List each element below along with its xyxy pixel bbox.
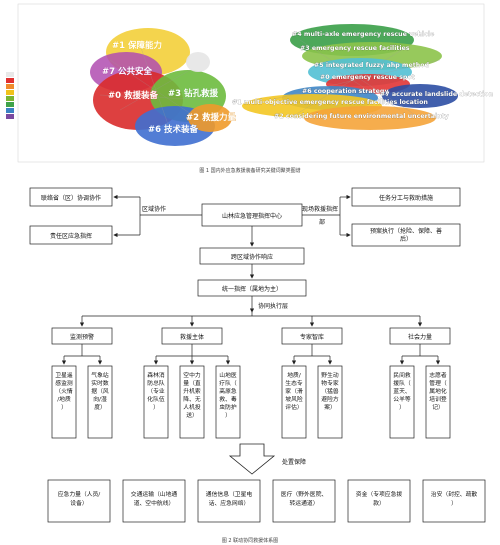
left-box-2 — [29, 225, 113, 245]
field-command-label-2: 部 — [319, 218, 325, 226]
figure-1-caption: 图 1 国内外应急救援装备研究关键词聚类图谱 — [199, 168, 301, 174]
sub-label: 山地医疗队（高原急救、毒虫防护） — [219, 371, 237, 419]
right-cluster-label: #3 emergency rescue facilities — [300, 45, 410, 52]
bottom-box-0 — [47, 479, 111, 523]
left-cluster-label: #0 救援装备 — [108, 90, 158, 101]
bottom-box-label: 应急力量（人员/设备） — [58, 490, 101, 507]
bottom-box-1 — [122, 479, 186, 523]
group-title: 社会力量 — [408, 333, 432, 341]
sub-label: 志愿者管理（属地化培训登记） — [429, 371, 447, 411]
legend-swatch — [6, 96, 14, 101]
sub-label: 森林消防总队（专业化队伍） — [147, 371, 165, 411]
response-label: 跨区域协作响应 — [231, 253, 273, 261]
down-arrow — [228, 443, 276, 475]
group-1-sub-2 — [215, 365, 241, 439]
legend-swatch — [6, 78, 14, 83]
legend-swatch — [6, 114, 14, 119]
left-cluster-label: #6 技术装备 — [148, 124, 198, 135]
left-cluster-label: #2 救援力量 — [186, 112, 236, 123]
sub-label: 卫星遥感监测（火情/地质） — [55, 371, 73, 411]
right-cluster-label: #0 emergency rescue spot — [320, 74, 415, 81]
sub-label: 民间救援队（蓝天、公羊等） — [393, 371, 411, 411]
cluster-color-legend — [6, 72, 14, 120]
field-command-label: 现场救援指挥 — [302, 205, 338, 213]
region-coop-label: 区域协作 — [142, 205, 166, 213]
bottom-box-label: 资金（专项应急拨款） — [356, 490, 403, 507]
bottom-box-label: 治安（封控、疏散） — [431, 490, 478, 507]
right-cluster-labels: #1 multi-objective emergency rescue faci… — [232, 31, 493, 120]
group-3-sub-1 — [425, 365, 451, 439]
left-box-1 — [29, 187, 113, 207]
group-title: 专家智库 — [300, 333, 324, 341]
coop-layer-label: 协同执行层 — [258, 302, 288, 310]
sub-label: 野生动物专家（猛兽避险方案） — [321, 371, 339, 411]
right-cluster-label: #1 multi-objective emergency rescue faci… — [232, 99, 428, 106]
group-3-sub-0 — [389, 365, 415, 439]
legend-swatch — [6, 108, 14, 113]
right-cluster-label: #5 integrated fuzzy ahp method — [314, 62, 429, 69]
left-cluster-label: #1 保障能力 — [112, 40, 162, 51]
legend-swatch — [6, 90, 14, 95]
center-label: 山林应急管理指挥中心 — [222, 212, 282, 220]
right-box-2-label: 预案执行（抢险、保障、善后） — [370, 227, 442, 243]
group-1-sub-1 — [179, 365, 205, 439]
cluster-map-frame — [17, 3, 485, 163]
left-cluster-labels: #1 保障能力 #7 公共安全 #0 救援装备 #3 钻孔救援 #6 技术装备#2 救援… — [102, 40, 237, 135]
bottom-box-2 — [197, 479, 261, 523]
group-0-sub-0 — [51, 365, 77, 439]
group-2-sub-1 — [317, 365, 343, 439]
unified-label: 统一指挥（属地为主） — [222, 285, 282, 293]
bottom-box-label: 通信信息（卫星电话、应急网络） — [206, 490, 253, 507]
cluster-blob-grey — [186, 52, 210, 72]
legend-swatch — [6, 102, 14, 107]
sub-label: 地质/生态专家（滑坡风险评估） — [285, 371, 303, 411]
bottom-box-label: 医疗（野外医院、转运通道） — [281, 490, 327, 507]
sub-label: 空中力量（直升机索降、无人机投送） — [183, 371, 201, 419]
cluster-map: #1 保障能力 #7 公共安全 #0 救援装备 #3 钻孔救援 #6 技术装备#2 救援… — [17, 3, 493, 163]
figure-2-caption: 图 2 联动协同救援体系图 — [221, 538, 279, 544]
disposal-label: 处置保障 — [282, 458, 306, 466]
cluster-links — [99, 39, 441, 131]
bottom-box-label: 交通运输（山地通道、空中航线） — [131, 490, 178, 507]
left-cluster-label: #3 钻孔救援 — [168, 88, 218, 99]
right-cluster-label: #4 multi-axle emergency rescue vehicle — [292, 31, 434, 38]
right-cluster-label: #6 cooperation strategy — [302, 88, 389, 95]
group-1-sub-0 — [143, 365, 169, 439]
right-box-1 — [351, 187, 461, 207]
legend-swatch — [6, 72, 14, 77]
right-box-2 — [351, 223, 461, 247]
cluster-blob-7-en — [382, 84, 458, 108]
bottom-box-3 — [272, 479, 336, 523]
right-box-1-label: 任务分工与救助措施 — [379, 194, 433, 202]
bottom-box-5 — [422, 479, 486, 523]
left-box-2-label: 责任区应急指挥 — [50, 232, 92, 240]
left-cluster-label: #7 公共安全 — [102, 66, 152, 77]
left-box-1-label: 联络省（区）协调协作 — [41, 194, 101, 202]
cluster-blob-2-cn — [188, 104, 232, 132]
bottom-box-4 — [347, 479, 411, 523]
group-title: 监测预警 — [70, 333, 94, 341]
right-cluster-label: #2 considering future environmental unce… — [274, 113, 449, 120]
group-0-sub-1 — [87, 365, 113, 439]
sub-label: 气象站实时数据（风向/湿度） — [91, 371, 109, 411]
right-cluster-label: #7 accurate landslide detection — [380, 91, 493, 98]
cluster-blob-2-en — [304, 106, 436, 130]
legend-swatch — [6, 84, 14, 89]
group-2-sub-0 — [281, 365, 307, 439]
group-title: 救援主体 — [180, 333, 204, 341]
